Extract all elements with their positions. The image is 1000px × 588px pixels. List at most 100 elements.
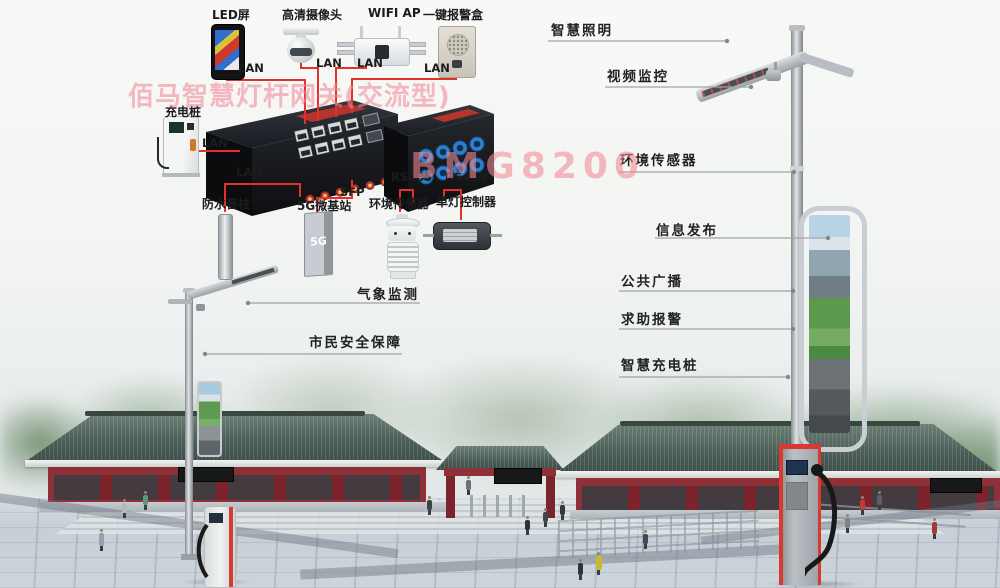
watermark-title: 佰马智慧灯杆网关(交流型): [128, 82, 451, 112]
feature-video-surveillance: 视频监控: [607, 69, 669, 85]
lan-label: LAN: [238, 61, 264, 75]
person: [99, 529, 104, 551]
lan-label: LAN: [357, 56, 383, 70]
lan-label: LAN: [236, 165, 262, 179]
right-pole-charging-station: [779, 444, 838, 585]
callout-dots: [202, 38, 831, 380]
left-building-roof: [25, 414, 445, 462]
charging-station-red-trim: [229, 507, 233, 587]
env-sensor-base: [390, 271, 416, 279]
right-pole-joint: [790, 166, 804, 171]
center-gate-column-left: [446, 476, 455, 518]
left-pole-base: [181, 554, 197, 560]
charging-pile-cable: [157, 137, 169, 169]
lan-label: LAN: [202, 136, 228, 150]
alarm-box-device: [438, 26, 476, 78]
env-sensor-louvers: [387, 242, 419, 272]
base-station-device: 5G: [304, 210, 333, 278]
left-building-eave: [25, 460, 445, 467]
watermark-model: BMG8200: [410, 146, 646, 187]
center-gate-turnstiles: [470, 495, 534, 517]
lamp-controller-wire: [490, 234, 502, 237]
left-building-windows: [54, 475, 420, 500]
charging-station-red-trim: [818, 444, 821, 585]
person: [543, 508, 548, 527]
person: [525, 516, 530, 535]
left-pole-bracket: [168, 299, 192, 304]
speaker-label: 防水音柱: [202, 197, 251, 211]
charging-cable: [196, 523, 209, 579]
feature-info-display: 信息发布: [656, 223, 718, 239]
left-building-base: [40, 502, 452, 512]
env-sensor-device: [384, 214, 420, 279]
camera-mount-plate: [283, 28, 319, 35]
gateway-red-label: [432, 109, 480, 122]
person-wheelchair: [643, 530, 648, 549]
lamp-controller-device: [423, 222, 502, 250]
wifi-ap-label: WIFI AP: [368, 6, 421, 20]
rs485-label: RS485: [445, 170, 487, 184]
right-building-roof: [556, 424, 1000, 474]
gateway-box-rs485: [384, 105, 494, 212]
led-screen-label: LED屏: [212, 8, 250, 22]
charging-station-red-top: [783, 444, 818, 449]
right-pole-cap: [789, 25, 805, 31]
left-building-ridge: [85, 411, 365, 416]
sfp-label: SFP: [340, 185, 365, 199]
charging-station-screen: [209, 513, 223, 523]
person: [860, 496, 865, 515]
right-pole-camera: [766, 70, 781, 81]
sfp-port: [365, 129, 384, 144]
feature-citizen-safety: 市民安全保障: [309, 335, 402, 351]
charging-pile-base: [162, 173, 200, 177]
alarm-box-label: 一键报警盒: [423, 8, 484, 22]
left-building-wall: [48, 467, 426, 504]
right-building-eave: [556, 471, 1000, 478]
lamp-controller-label-text: 单灯控制器: [436, 195, 497, 209]
rs485-label: RS485: [391, 170, 433, 184]
left-pole-camera: [196, 304, 205, 311]
right-building-ridge: [620, 421, 920, 426]
feature-smart-lighting: 智慧照明: [551, 23, 613, 39]
wifi-antenna: [360, 26, 363, 39]
charging-station-screen: [786, 460, 808, 475]
rs485-connectors: [418, 136, 485, 185]
env-sensor-body: [388, 226, 416, 241]
feature-smart-charging: 智慧充电桩: [621, 358, 699, 374]
feature-help-alarm: 求助报警: [621, 312, 683, 328]
left-pole-charging-station: [196, 506, 236, 588]
charging-pile-label: 充电桩: [165, 105, 202, 119]
charging-station-panel: [786, 482, 808, 510]
feature-weather-monitoring: 气象监测: [357, 287, 419, 303]
person: [932, 518, 937, 539]
sfp-port: [361, 112, 380, 127]
lamp-controller-label: [443, 229, 477, 242]
person: [877, 491, 882, 510]
gateway-red-label: [296, 104, 366, 122]
lan-label: LAN: [316, 56, 342, 70]
hd-camera-label: 高清摄像头: [282, 8, 343, 22]
led-screen-content: [215, 30, 239, 70]
charging-station-red-trim: [779, 444, 783, 585]
feature-public-broadcast: 公共广播: [621, 274, 683, 290]
alarm-speaker-grille: [447, 34, 469, 56]
wifi-ap-device: [354, 38, 410, 66]
base-station-logo: 5G: [310, 234, 327, 249]
charging-pile-qr: [187, 123, 194, 130]
person: [560, 501, 565, 520]
center-gate-column-right: [546, 476, 555, 518]
person: [143, 491, 148, 510]
person: [578, 559, 583, 580]
person: [466, 476, 471, 495]
feature-env-sensor: 环境传感器: [620, 153, 698, 169]
waterproof-speaker-device: [218, 214, 233, 280]
charging-pile-screen: [169, 122, 184, 133]
lan-label: LAN: [424, 61, 450, 75]
alarm-call-button: [452, 60, 462, 68]
led-screen-device: [211, 24, 245, 80]
charging-cable: [805, 464, 838, 577]
wifi-antenna: [398, 26, 401, 39]
center-gate-sign-plaque: [494, 468, 542, 484]
